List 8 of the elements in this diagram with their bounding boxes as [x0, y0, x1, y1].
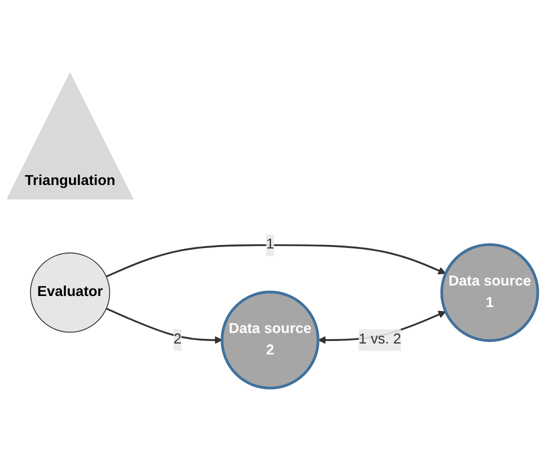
node-circle: Data source 1: [440, 244, 540, 342]
edge-label: 2: [173, 332, 182, 348]
node-circle: Data source 2: [220, 291, 320, 390]
node-circle: Evaluator: [30, 252, 110, 334]
edge-label: 1 vs. 2: [358, 332, 402, 348]
arrow: [106, 244, 446, 278]
edge-label: 1: [266, 237, 274, 253]
arrow: [106, 308, 222, 344]
